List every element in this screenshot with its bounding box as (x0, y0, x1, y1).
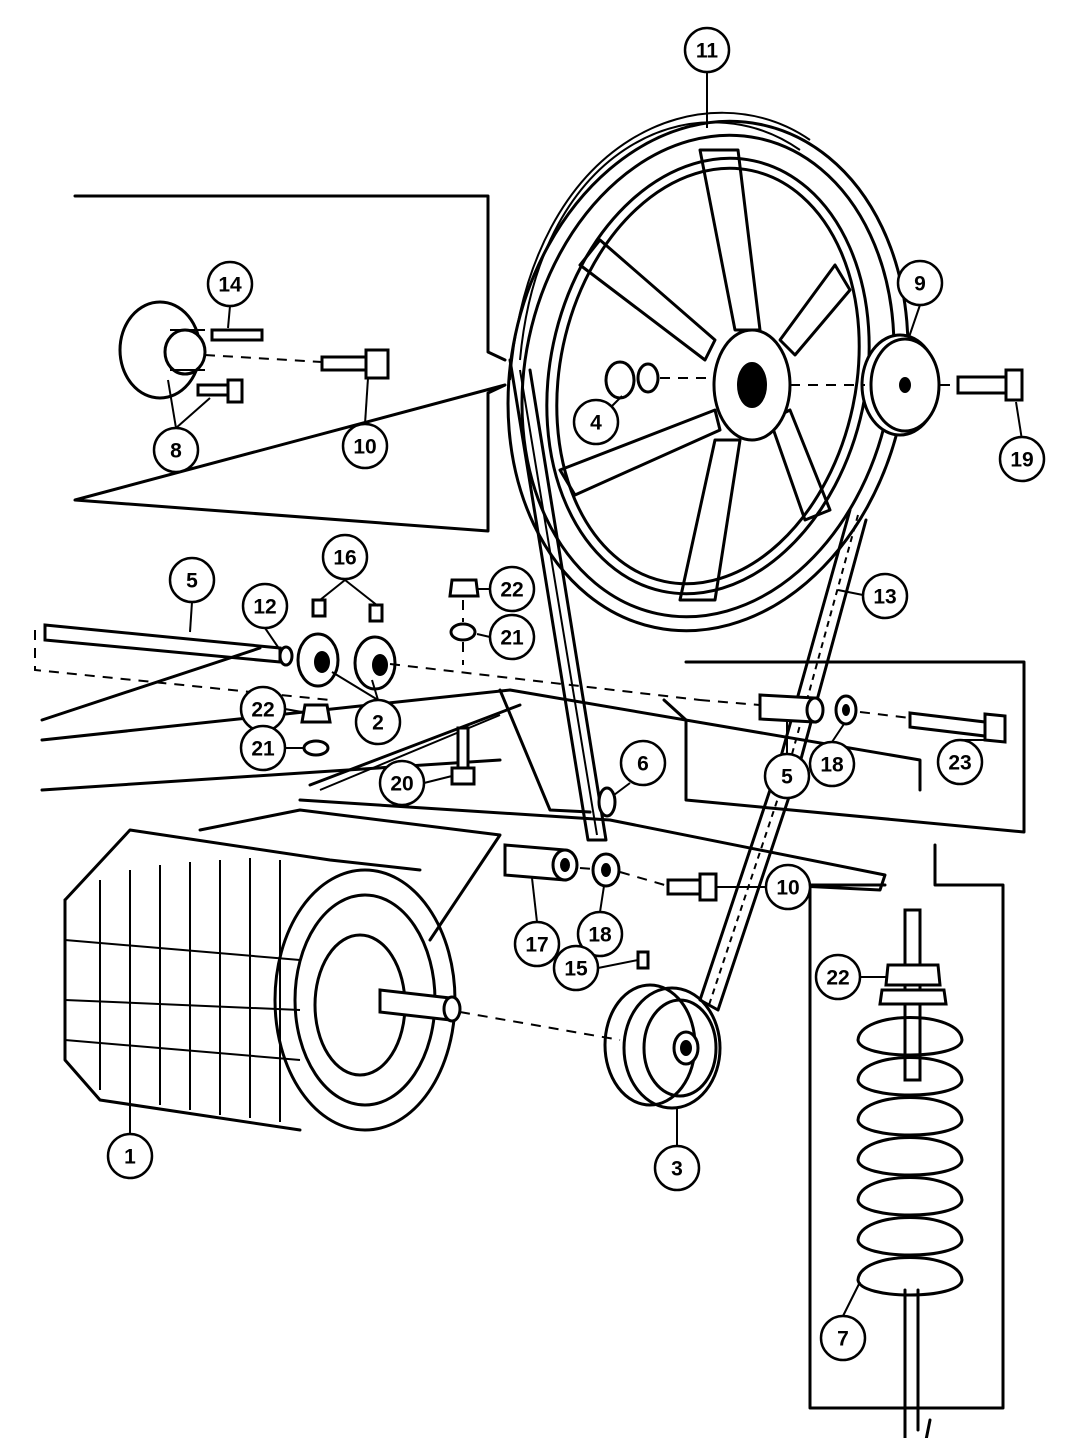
callout-label: 16 (333, 547, 356, 570)
callout-label: 22 (500, 579, 523, 602)
callout-18-inset: 18 (808, 740, 856, 788)
nut-22-top (448, 578, 480, 598)
callout-label: 22 (251, 699, 274, 722)
callout-label: 3 (671, 1158, 683, 1181)
callout-label: 11 (696, 40, 719, 63)
callout-label: 1 (124, 1146, 136, 1169)
callout-22-spring: 22 (814, 953, 862, 1001)
callout-5-inset: 5 (763, 752, 811, 800)
callout-label: 19 (1010, 449, 1033, 472)
bolt-20 (450, 726, 476, 786)
callout-label: 10 (353, 436, 376, 459)
callout-15: 15 (552, 944, 600, 992)
small-pulley (603, 983, 722, 1110)
callout-23: 23 (936, 738, 984, 786)
callout-4: 4 (572, 398, 620, 446)
callout-label: 12 (253, 596, 276, 619)
axis-line-motor (459, 1011, 621, 1041)
callout-label: 14 (218, 274, 242, 297)
axis-line-collars (389, 663, 701, 701)
collar-2b (353, 635, 397, 691)
callout-13: 13 (861, 572, 909, 620)
callout-label: 4 (590, 412, 602, 435)
callout-7: 7 (819, 1314, 867, 1362)
callout-22-top: 22 (488, 565, 536, 613)
callout-20: 20 (378, 759, 426, 807)
bolt-23 (908, 711, 1007, 744)
v-belt (508, 358, 608, 842)
axis-line-inset (204, 354, 323, 363)
callout-label: 20 (390, 773, 413, 796)
callout-10-lower: 10 (764, 863, 812, 911)
callout-16: 16 (321, 533, 369, 581)
callout-label: 17 (525, 934, 548, 957)
callout-label: 21 (500, 627, 524, 650)
callout-label: 18 (820, 754, 844, 777)
callout-12: 12 (241, 582, 289, 630)
key-14 (210, 328, 264, 342)
inset-box-right (662, 660, 1026, 834)
callout-17: 17 (513, 920, 561, 968)
callout-label: 7 (837, 1328, 849, 1351)
callout-19: 19 (998, 435, 1046, 483)
screw-8 (196, 378, 244, 404)
callout-1: 1 (106, 1132, 154, 1180)
callout-14: 14 (206, 260, 254, 308)
leader-lines (129, 72, 1023, 1317)
callout-label: 8 (170, 440, 182, 463)
tapered-hub-4 (604, 360, 660, 400)
washer-21-left (302, 739, 330, 757)
collar-9 (860, 333, 941, 437)
axis-line-bushing (579, 867, 669, 887)
callout-label: 21 (251, 738, 275, 761)
washer-18-inset (834, 694, 858, 726)
callout-label: 22 (826, 967, 849, 990)
bolt-10-lower (666, 872, 718, 902)
callout-21-top: 21 (488, 613, 536, 661)
nut-22-left (300, 703, 332, 724)
callout-label: 23 (948, 752, 971, 775)
callout-label: 2 (372, 712, 384, 735)
axis-line-inset2 (699, 699, 911, 719)
callout-5-shaft: 5 (168, 556, 216, 604)
idler-6 (597, 786, 617, 818)
set-screw-16b (368, 603, 384, 623)
callout-label: 15 (564, 958, 588, 981)
bushing-8 (118, 300, 207, 400)
large-pulley (506, 111, 910, 633)
callout-6: 6 (619, 739, 667, 787)
callout-label: 9 (914, 273, 926, 296)
callout-18-lower: 18 (576, 910, 624, 958)
callout-21-left: 21 (239, 724, 287, 772)
washer-21-top (449, 622, 477, 642)
collar-2a (296, 632, 340, 688)
spacer-5 (758, 693, 825, 724)
callout-label: 6 (637, 753, 649, 776)
bushing-17 (503, 843, 579, 882)
bolt-10-inset (320, 348, 390, 380)
callout-label: 5 (186, 570, 198, 593)
callout-9: 9 (896, 259, 944, 307)
set-screw-16a (311, 598, 327, 618)
callout-3: 3 (653, 1144, 701, 1192)
callout-11-top: 11 (683, 26, 731, 74)
callout-10-inset: 10 (341, 422, 389, 470)
inset-box-top-left (73, 194, 507, 533)
motor (63, 808, 502, 1132)
callout-label: 5 (781, 766, 793, 789)
callout-label: 13 (873, 586, 896, 609)
callout-8: 8 (152, 426, 200, 474)
washer-12 (278, 645, 294, 667)
callout-label: 10 (776, 877, 799, 900)
callout-label: 18 (588, 924, 612, 947)
callout-2: 2 (354, 698, 402, 746)
set-screw-15 (636, 950, 650, 970)
washer-18-lower (591, 852, 621, 888)
callout-22-left: 22 (239, 685, 287, 733)
bolt-19 (956, 368, 1024, 402)
spring-assembly (856, 908, 964, 1438)
